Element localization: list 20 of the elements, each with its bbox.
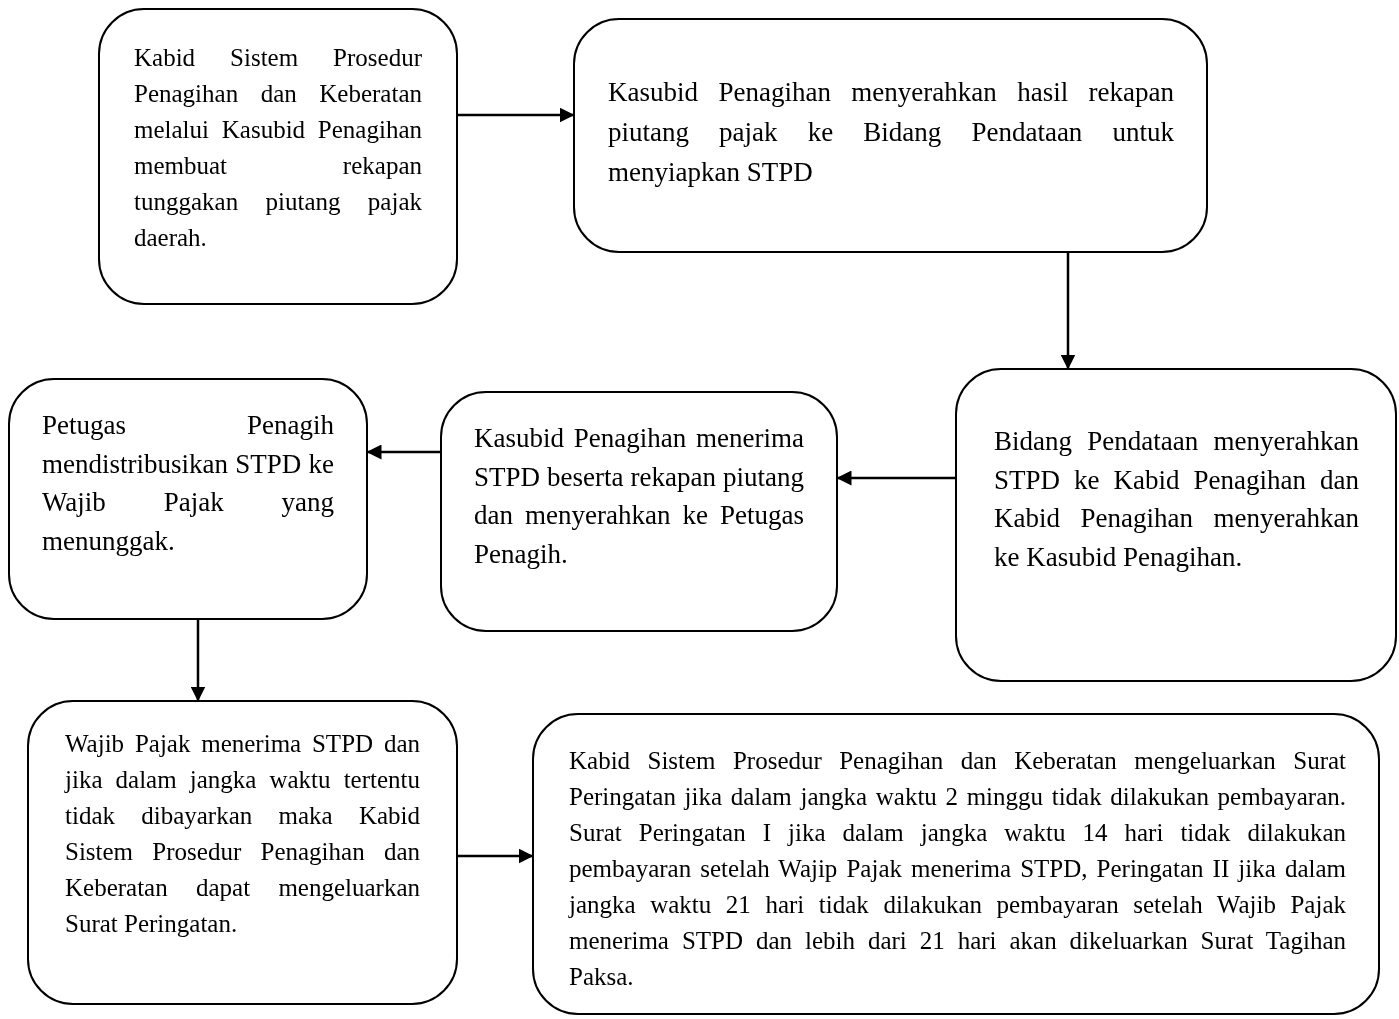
- step-text: Kabid Sistem Prosedur Penagihan dan Keberatan mengeluarkan Surat Peringatan jika dalam jangka waktu 2 minggu tidak dilakukan pembayaran. Surat Peringatan I jika dalam jangka waktu 14 hari tidak dilakukan pembayaran setelah Wajip Pajak menerima STPD, Peringatan II jika dalam jangka waktu 21 hari tidak dilakukan pembayaran setelah Wajib Pajak menerima STPD dan lebih dari 21 hari akan dikeluarkan Surat Tagihan Paksa.: [569, 746, 1346, 992]
- process-box: [98, 8, 458, 305]
- step-text: Bidang Pendataan menyerahkan STPD ke Kabid Penagihan dan Kabid Penagihan menyerahkan ke Kasubid Penagihan.: [994, 425, 1359, 574]
- process-box: [8, 378, 368, 620]
- process-box: [27, 700, 458, 1005]
- process-box: [532, 713, 1380, 1015]
- arrow: [1060, 253, 1076, 370]
- process-box: [440, 391, 838, 632]
- step-text: Wajib Pajak menerima STPD dan jika dalam jangka waktu tertentu tidak dibayarkan maka Kabid Sistem Prosedur Penagihan dan Keberatan dapat mengeluarkan Surat Peringatan.: [65, 729, 420, 939]
- arrow: [366, 444, 440, 460]
- arrow: [458, 848, 534, 864]
- arrow: [190, 620, 206, 702]
- step-text: Petugas Penagih mendistribusikan STPD ke Wajib Pajak yang menunggak.: [42, 409, 334, 558]
- arrow: [458, 107, 575, 123]
- arrow: [836, 470, 955, 486]
- process-box: [955, 368, 1397, 682]
- step-text: Kasubid Penagihan menyerahkan hasil rekapan piutang pajak ke Bidang Pendataan untuk menyiapkan STPD: [608, 76, 1174, 189]
- process-box: [573, 18, 1208, 253]
- step-text: Kasubid Penagihan menerima STPD beserta rekapan piutang dan menyerahkan ke Petugas Penagih.: [474, 422, 804, 571]
- step-text: Kabid Sistem Prosedur Penagihan dan Keberatan melalui Kasubid Penagihan membuat rekapan tunggakan piutang pajak daerah.: [134, 43, 422, 253]
